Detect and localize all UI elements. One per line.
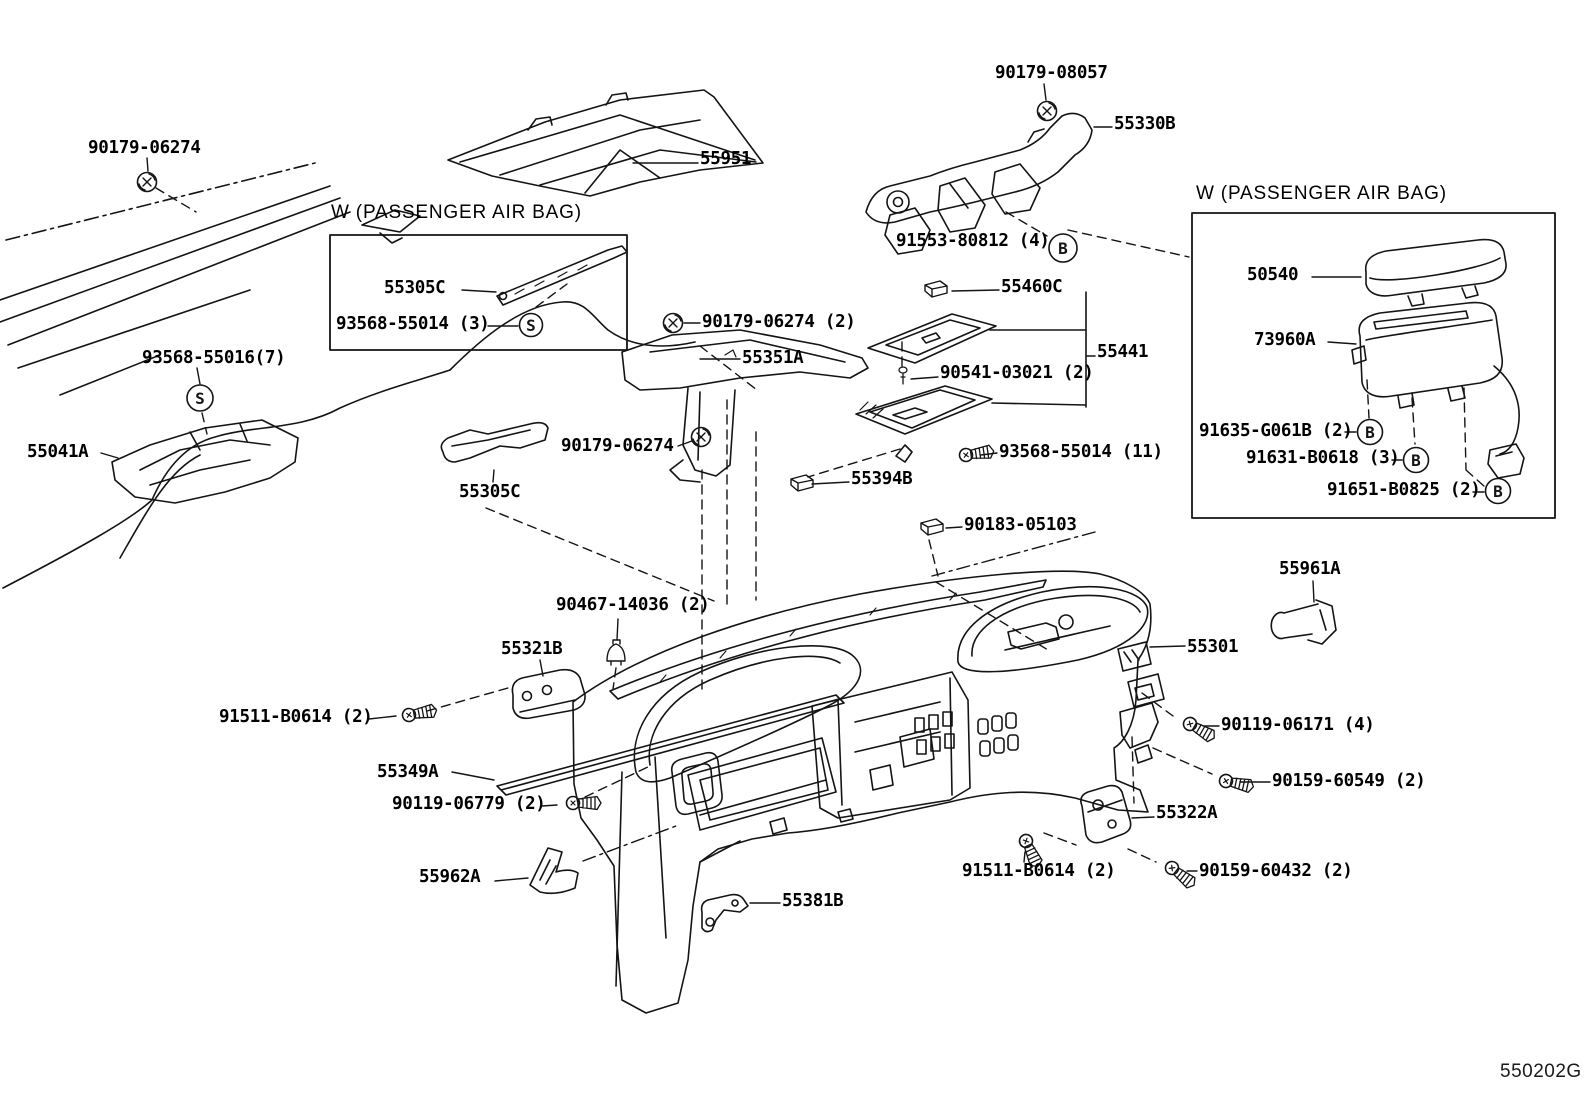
part-label-90179-06274-2: 90179-06274 (2): [702, 312, 856, 332]
pin-icon: [898, 366, 908, 385]
part-label-55351A: 55351A: [742, 348, 804, 368]
grommet-icon: [1036, 100, 1058, 122]
s-symbol: S: [186, 384, 214, 412]
s-symbol: S: [518, 312, 544, 338]
part-label-90179-06274: 90179-06274: [88, 138, 201, 158]
part-label-90179-06274-b: 90179-06274: [561, 436, 674, 456]
part-label-93568-55014-11: 93568-55014 (11): [999, 442, 1163, 462]
part-label-55394B: 55394B: [851, 469, 913, 489]
part-label-55301: 55301: [1187, 637, 1239, 657]
part-label-90159-60432: 90159-60432 (2): [1199, 861, 1353, 881]
part-label-55330B: 55330B: [1114, 114, 1176, 134]
part-label-55951: 55951: [700, 149, 752, 169]
part-label-93568-55016-7: 93568-55016(7): [142, 348, 286, 368]
heater-duct-art: [865, 112, 1093, 255]
part-label-90159-60549: 90159-60549 (2): [1272, 771, 1426, 791]
clip-icon: [924, 280, 948, 298]
part-label-55962A: 55962A: [419, 867, 481, 887]
duct-55305-lower-art: [440, 421, 549, 463]
grommet-icon: [136, 171, 158, 193]
part-label-91511-B0614-b: 91511-B0614 (2): [962, 861, 1116, 881]
insulator-art: [111, 419, 299, 504]
s-symbol-letter: S: [526, 316, 536, 335]
part-label-55041A: 55041A: [27, 442, 89, 462]
part-label-55381B: 55381B: [782, 891, 844, 911]
part-label-90119-06779: 90119-06779 (2): [392, 794, 546, 814]
b-symbol-letter: B: [1493, 482, 1503, 501]
tray-art: [855, 291, 1096, 463]
bell-clip-icon: [606, 639, 626, 666]
part-label-55321B: 55321B: [501, 639, 563, 659]
part-label-91651-B0825: 91651-B0825 (2): [1327, 480, 1481, 500]
b-symbol: B: [1484, 477, 1512, 505]
symbol-badges: S S B B B B: [186, 233, 1512, 505]
defroster-nozzle-art: [447, 89, 764, 197]
part-label-55349A: 55349A: [377, 762, 439, 782]
part-label-55305C: 55305C: [384, 278, 446, 298]
right-airbag-box-art: [1191, 212, 1556, 519]
part-label-93568-55014-3: 93568-55014 (3): [336, 314, 490, 334]
part-label-90119-06171: 90119-06171 (4): [1221, 715, 1375, 735]
b-symbol-letter: B: [1365, 423, 1375, 442]
part-label-91553-80812: 91553-80812 (4): [896, 231, 1050, 251]
part-label-55322A: 55322A: [1156, 803, 1218, 823]
screw-icon: [1180, 714, 1219, 745]
clip-icon: [920, 518, 944, 536]
grommet-icon: [662, 312, 684, 334]
part-label-90179-08057: 90179-08057: [995, 63, 1108, 83]
cowl-art: [0, 162, 696, 589]
part-label-50540: 50540: [1247, 265, 1299, 285]
bracket-55351-art: [621, 329, 869, 483]
b-symbol-letter: B: [1411, 451, 1421, 470]
leader-lines: [100, 83, 1485, 904]
dashed-lines: [155, 187, 1486, 863]
right-airbag-box-title: W (PASSENGER AIR BAG): [1196, 183, 1447, 204]
grommet-icon: [690, 426, 712, 448]
part-label-73960A: 73960A: [1254, 330, 1316, 350]
b-symbol: B: [1048, 233, 1078, 263]
part-label-91631-B0618: 91631-B0618 (3): [1246, 448, 1400, 468]
part-label-55441: 55441: [1097, 342, 1149, 362]
left-airbag-box-title: W (PASSENGER AIR BAG): [331, 202, 582, 223]
part-label-90183-05103: 90183-05103: [964, 515, 1077, 535]
part-label-90467-14036: 90467-14036 (2): [556, 595, 710, 615]
left-airbag-box-art: [329, 234, 628, 351]
part-label-55961A: 55961A: [1279, 559, 1341, 579]
b-symbol-letter: B: [1058, 239, 1068, 258]
part-label-55460C: 55460C: [1001, 277, 1063, 297]
screw-icon: [1162, 858, 1199, 892]
screw-icon: [565, 795, 602, 811]
part-label-91635-G061B: 91635-G061B (2): [1199, 421, 1353, 441]
b-symbol: B: [1402, 446, 1430, 474]
screw-icon: [1217, 772, 1256, 794]
part-label-90541-03021: 90541-03021 (2): [940, 363, 1094, 383]
diagram-code: 550202G: [1500, 1061, 1582, 1082]
screw-icon: [400, 702, 439, 724]
s-symbol-letter: S: [195, 389, 205, 408]
b-symbol: B: [1356, 418, 1384, 446]
part-label-91511-B0614-a: 91511-B0614 (2): [219, 707, 373, 727]
dashboard-art: [496, 570, 1337, 1014]
clip-icon: [790, 474, 814, 492]
part-label-55305C-b: 55305C: [459, 482, 521, 502]
